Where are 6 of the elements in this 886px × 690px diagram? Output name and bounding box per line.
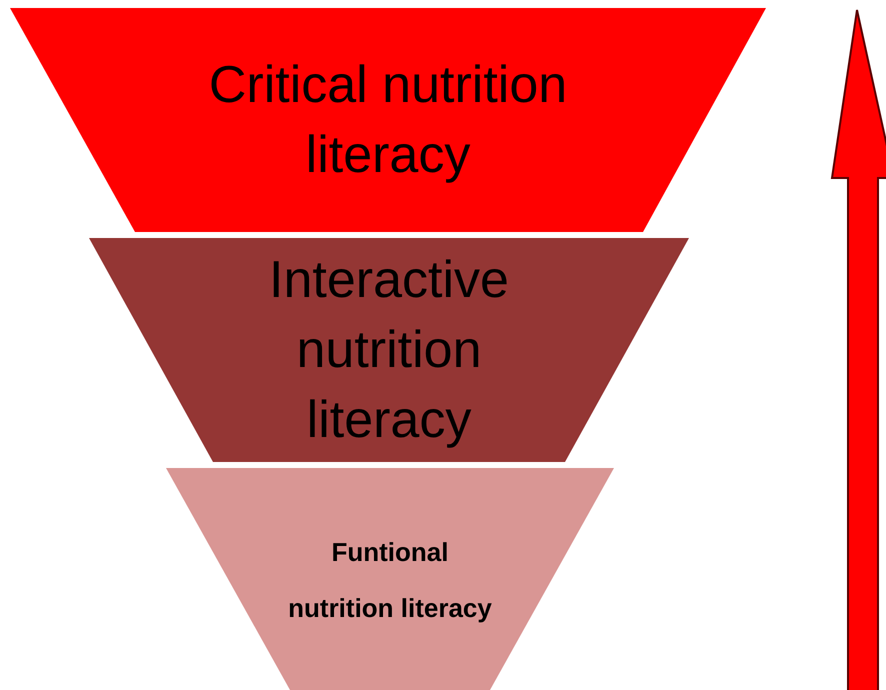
funnel-level xyxy=(166,468,614,690)
funnel-level xyxy=(89,238,689,462)
level-label: Interactive nutrition literacy xyxy=(268,250,510,451)
level-label: Funtional nutrition literacy xyxy=(287,536,493,625)
funnel-level xyxy=(10,8,766,232)
level-label: Critical nutrition literacy xyxy=(208,55,568,186)
